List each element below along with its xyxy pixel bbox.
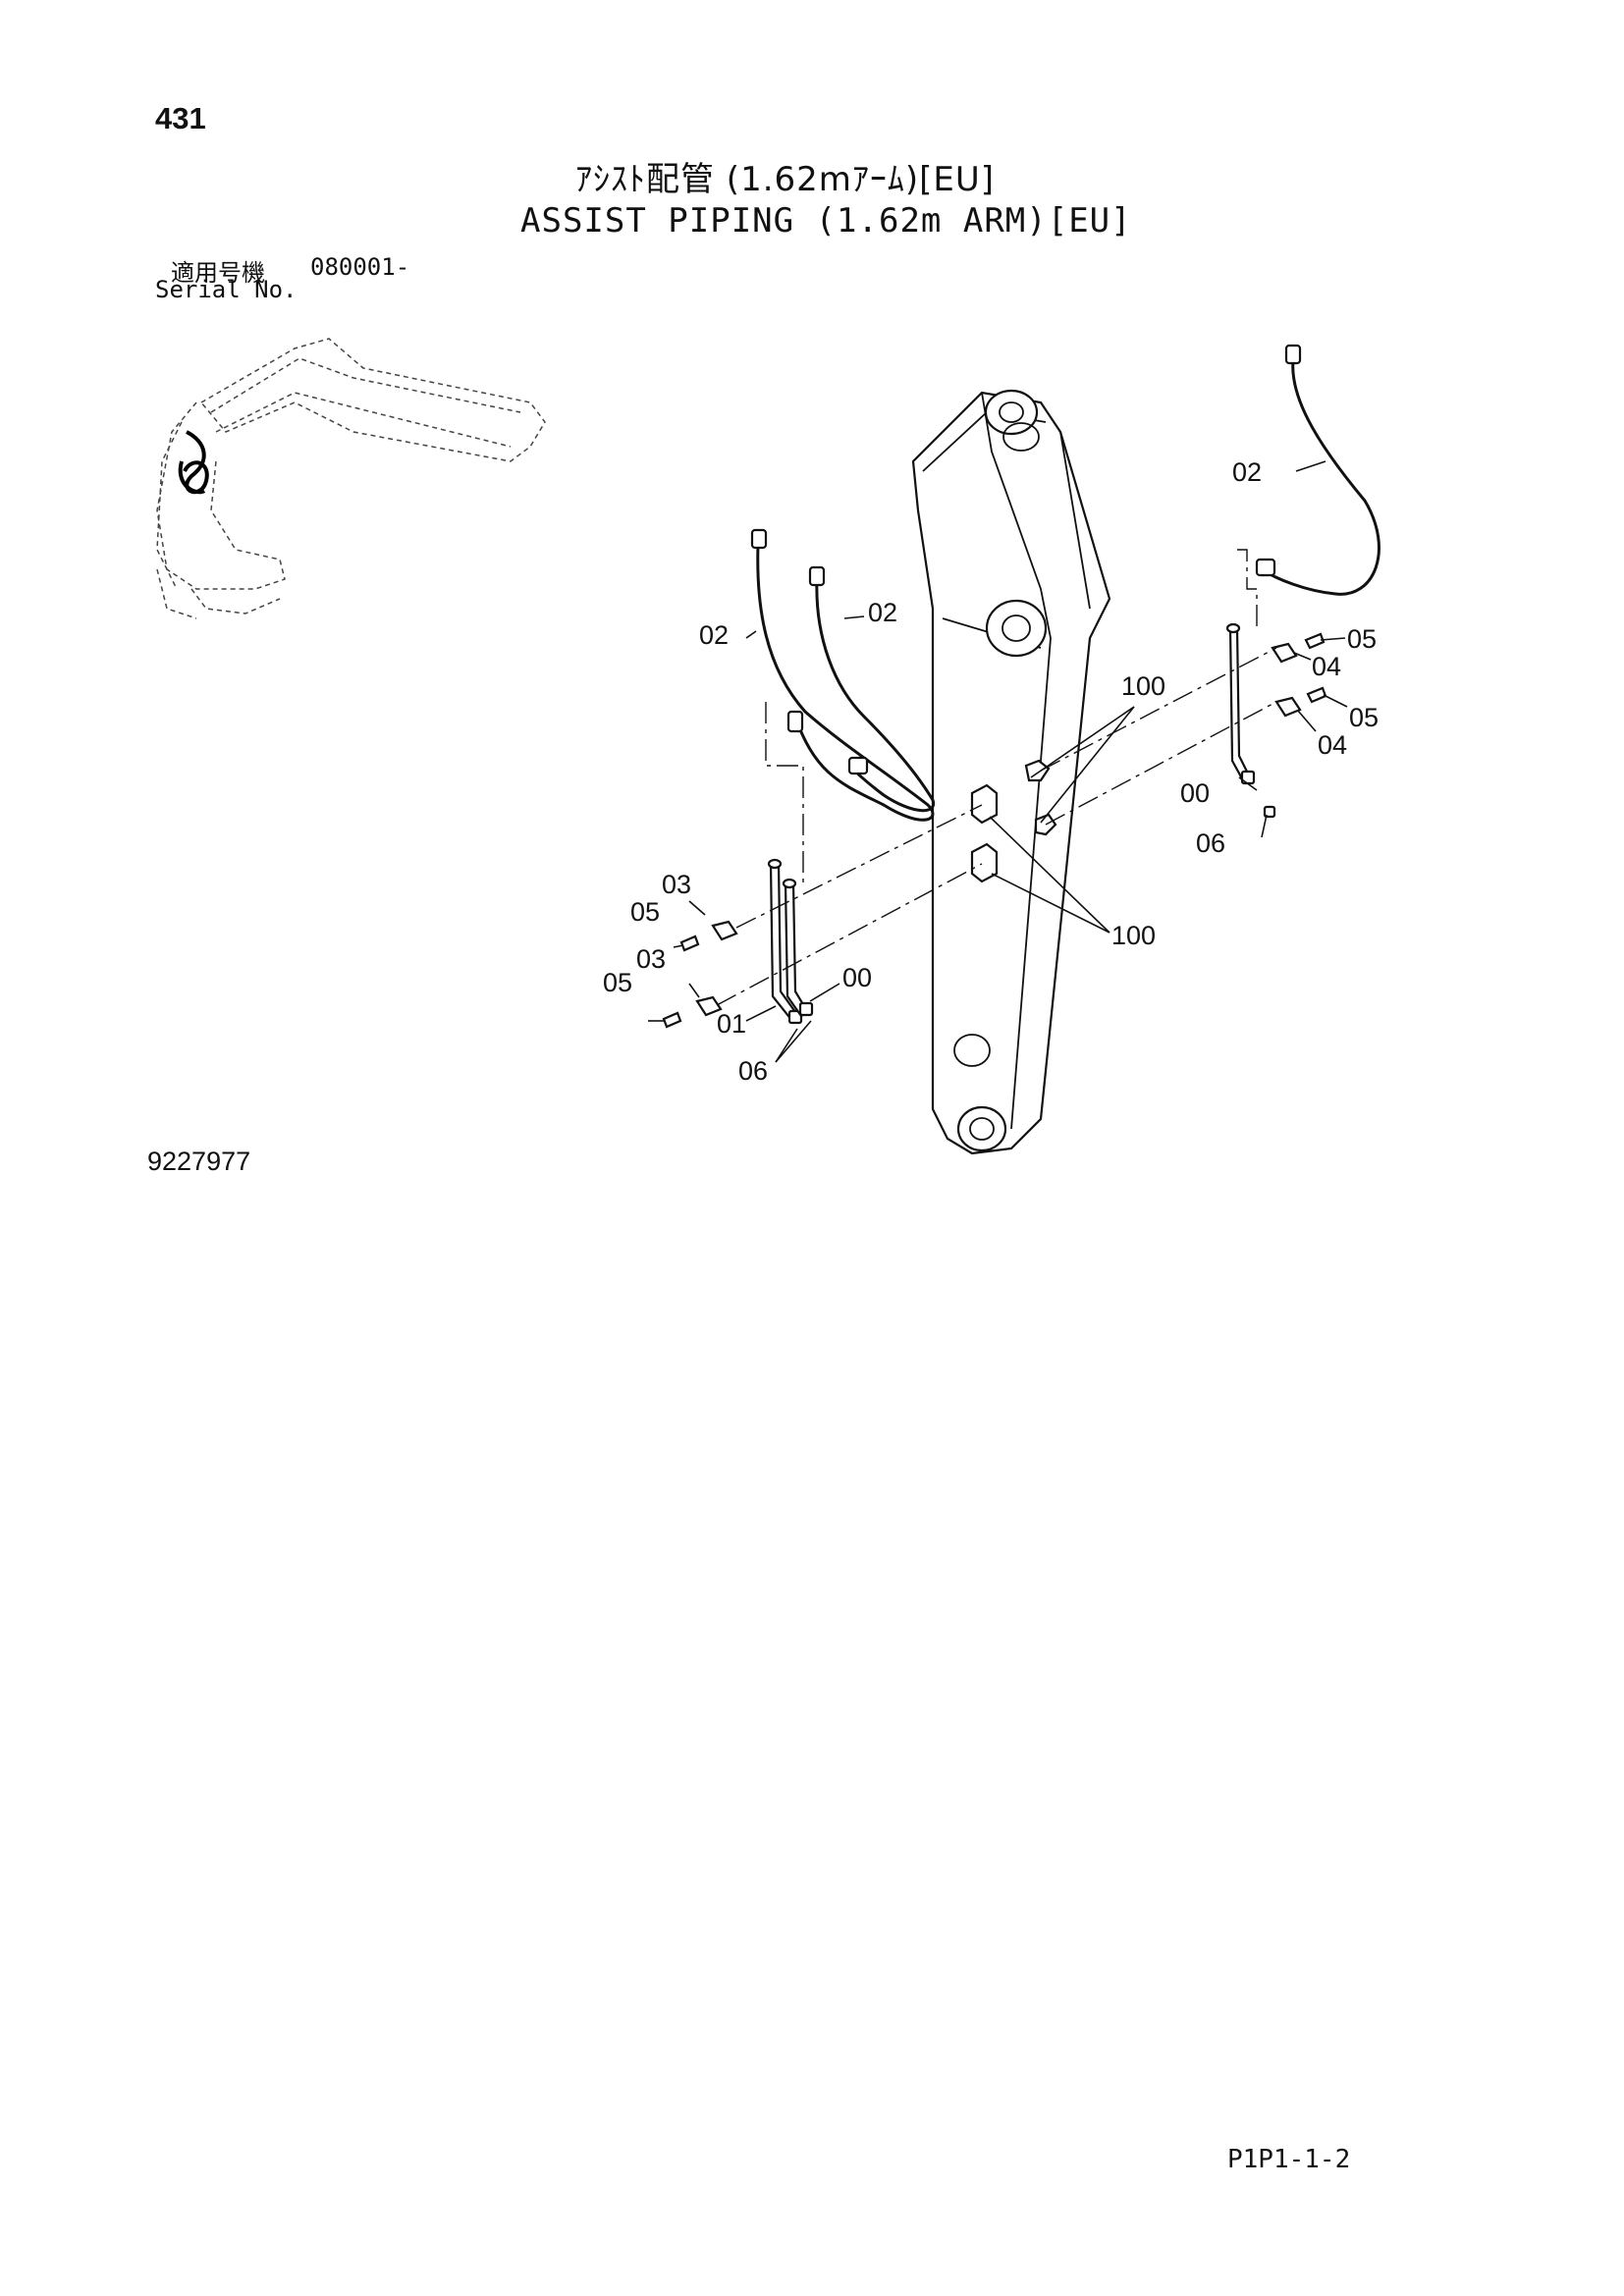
bolt-05-left-upper <box>679 934 700 952</box>
callout-03-upper: 03 <box>662 870 691 899</box>
clamp-03-lower <box>695 995 723 1017</box>
bolt-05-upper <box>1304 632 1326 650</box>
serial-label-japanese: 適用号機 <box>171 259 265 287</box>
hose-02-left-a <box>750 528 935 822</box>
machine-location-thumbnail <box>156 338 546 619</box>
callout-00-left: 00 <box>842 963 872 992</box>
callout-leaders <box>648 460 1348 1063</box>
callout-05-right-upper: 05 <box>1347 624 1377 654</box>
pipe-00-right <box>1225 622 1276 819</box>
pipe-00-left <box>782 878 814 1018</box>
serial-label-english: Serial No. <box>155 276 298 303</box>
callout-100-bottom: 100 <box>1111 921 1156 950</box>
callout-02-left-a: 02 <box>699 620 729 650</box>
callout-00-right: 00 <box>1180 778 1210 808</box>
hose-leader-dash-left <box>765 702 804 883</box>
exploded-parts-diagram: 02 02 02 05 04 05 04 100 00 06 100 03 05… <box>156 338 1380 1155</box>
page-number: 431 <box>155 101 206 135</box>
bolt-05-lower <box>1306 686 1327 704</box>
callout-02-top-right: 02 <box>1232 457 1262 487</box>
serial-number-value: 080001- <box>310 253 410 281</box>
hose-02-left-b <box>808 565 936 813</box>
callout-04-right-upper: 04 <box>1312 652 1341 681</box>
page-title-english: ASSIST PIPING (1.62m ARM)[EU] <box>520 201 1132 240</box>
assembly-center-lines <box>716 647 1277 1006</box>
callout-05-left-lower: 05 <box>603 968 632 997</box>
callout-01: 01 <box>717 1009 746 1039</box>
callout-05-left-upper: 05 <box>630 897 660 927</box>
callout-100-top: 100 <box>1121 671 1165 701</box>
callout-06-right: 06 <box>1196 828 1225 858</box>
page-code: P1P1-1-2 <box>1227 2145 1351 2174</box>
arm-body <box>911 389 1111 1155</box>
callout-05-right-lower: 05 <box>1349 703 1379 732</box>
bolt-05-left-lower <box>662 1011 682 1029</box>
clamp-04-upper <box>1271 642 1298 664</box>
callout-04-right-lower: 04 <box>1318 730 1347 760</box>
clamp-03-upper <box>711 920 738 941</box>
drawing-number: 9227977 <box>147 1147 251 1176</box>
page-title-japanese: ｱｼｽﾄ配管 (1.62mｱｰﾑ)[EU] <box>575 160 996 199</box>
hose-02-top-right <box>1237 344 1380 628</box>
callout-02-left-b: 02 <box>868 598 897 627</box>
callout-06-left: 06 <box>738 1056 768 1086</box>
clamp-04-lower <box>1274 696 1302 718</box>
callout-03-lower: 03 <box>636 944 666 974</box>
pipe-01-left <box>767 858 803 1025</box>
